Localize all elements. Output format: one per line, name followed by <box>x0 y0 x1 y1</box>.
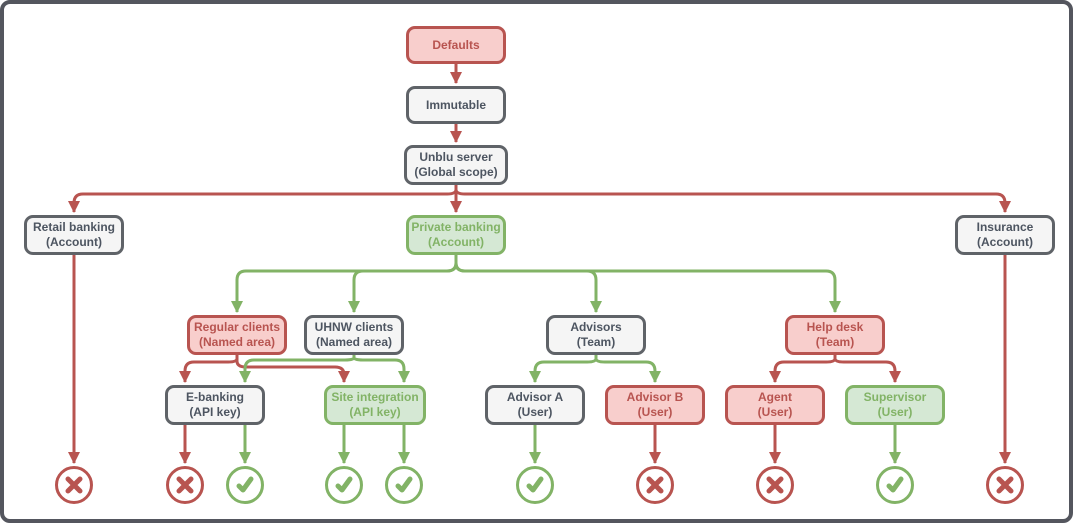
node-site-integration: Site integration(API key) <box>324 385 426 425</box>
node-retail-banking: Retail banking(Account) <box>24 215 124 255</box>
check-icon <box>516 466 554 504</box>
edge-unblu-server-retail-banking <box>68 185 458 213</box>
node-label: Unblu server <box>419 150 493 164</box>
node-insurance: Insurance(Account) <box>955 215 1055 255</box>
node-private-banking: Private banking(Account) <box>406 215 506 255</box>
node-label: Advisor B <box>626 390 684 404</box>
node-label: Retail banking <box>32 220 115 234</box>
node-advisors: Advisors(Team) <box>546 315 646 355</box>
node-label: UHNW clients <box>314 320 394 334</box>
edge-private-banking-help-desk <box>454 255 841 313</box>
cross-icon <box>636 466 674 504</box>
node-immutable: Immutable <box>406 86 506 124</box>
node-defaults: Defaults <box>406 26 506 64</box>
edge-regular-clients-site-integration <box>235 355 350 383</box>
node-label: Supervisor <box>863 390 927 404</box>
node-sublabel: (Team) <box>576 335 616 349</box>
node-help-desk: Help desk(Team) <box>785 315 885 355</box>
edge-advisors-advisor-b <box>594 355 661 383</box>
node-label: Advisor A <box>506 390 564 404</box>
node-sublabel: (Account) <box>977 235 1033 249</box>
cross-icon <box>756 466 794 504</box>
edge-regular-clients-e-banking <box>179 355 239 383</box>
node-sublabel: (User) <box>877 405 913 419</box>
node-e-banking: E-banking(API key) <box>165 385 265 425</box>
node-supervisor: Supervisor(User) <box>845 385 945 425</box>
edge-help-desk-supervisor <box>833 355 901 383</box>
check-icon <box>385 466 423 504</box>
cross-icon <box>986 466 1024 504</box>
node-sublabel: (Global scope) <box>414 165 498 179</box>
node-sublabel: (API key) <box>349 405 401 419</box>
node-label: Defaults <box>432 37 480 52</box>
check-icon <box>325 466 363 504</box>
node-agent: Agent(User) <box>725 385 825 425</box>
node-sublabel: (User) <box>637 405 673 419</box>
edge-private-banking-uhnw-clients <box>348 255 458 313</box>
node-sublabel: (Account) <box>428 235 484 249</box>
node-label: Site integration <box>331 390 419 404</box>
node-uhnw-clients: UHNW clients(Named area) <box>304 315 404 355</box>
check-icon <box>876 466 914 504</box>
edge-unblu-server-insurance <box>454 185 1011 213</box>
edges-layer <box>68 64 1011 464</box>
edge-advisors-advisor-a <box>529 355 598 383</box>
node-label: Private banking <box>411 220 501 234</box>
node-sublabel: (Account) <box>46 235 102 249</box>
edge-private-banking-regular-clients <box>231 255 458 313</box>
node-sublabel: (User) <box>517 405 553 419</box>
edge-uhnw-clients-site-integration <box>352 355 410 383</box>
node-regular-clients: Regular clients(Named area) <box>187 315 287 355</box>
node-advisor-b: Advisor B(User) <box>605 385 705 425</box>
node-label: Advisors <box>570 320 622 334</box>
cross-icon <box>55 466 93 504</box>
node-label: Help desk <box>806 320 864 334</box>
node-advisor-a: Advisor A(User) <box>485 385 585 425</box>
node-label: Regular clients <box>193 320 281 334</box>
node-label: Insurance <box>976 220 1034 234</box>
cross-icon <box>166 466 204 504</box>
edge-private-banking-advisors <box>454 255 602 313</box>
edge-help-desk-agent <box>769 355 837 383</box>
node-sublabel: (User) <box>757 405 793 419</box>
node-sublabel: (Named area) <box>315 335 393 349</box>
node-label: Immutable <box>425 97 486 112</box>
node-sublabel: (Named area) <box>198 335 276 349</box>
node-unblu-server: Unblu server(Global scope) <box>404 145 508 185</box>
node-label: E-banking <box>185 390 244 404</box>
node-sublabel: (API key) <box>189 405 241 419</box>
node-sublabel: (Team) <box>815 335 855 349</box>
node-label: Agent <box>758 390 792 404</box>
check-icon <box>226 466 264 504</box>
